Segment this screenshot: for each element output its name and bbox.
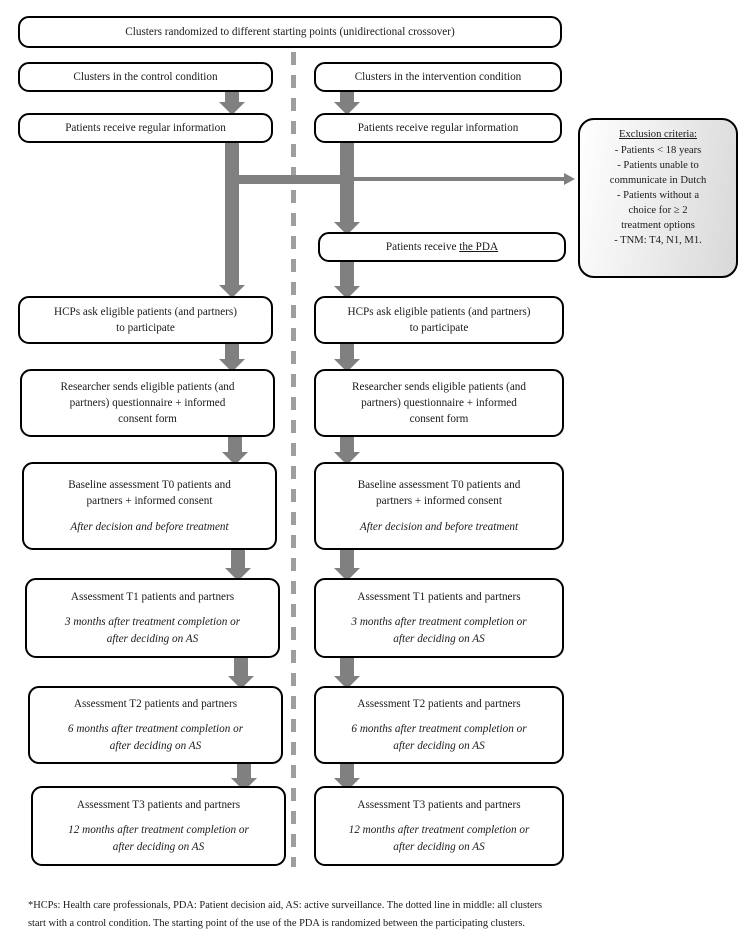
exclusion-criteria-item: - Patients unable to: [617, 160, 699, 172]
arrow-baseline-to-t1-intervention: [334, 550, 360, 581]
box-clusters-intervention-text: Clusters in the intervention condition: [354, 70, 522, 83]
box-baseline-t0-control: Baseline assessment T0 patients and part…: [22, 462, 277, 550]
box-regular-info-intervention-text: Patients receive regular information: [357, 121, 519, 134]
box-assessment-t1-control: Assessment T1 patients and partners 3 mo…: [25, 578, 280, 658]
connector-rail-to-exclusion: [225, 175, 347, 184]
arrow-hcp-to-researcher-intervention: [334, 344, 360, 372]
exclusion-criteria-heading: Exclusion criteria:: [619, 129, 697, 140]
box-assessment-t2-intervention: Assessment T2 patients and partners 6 mo…: [314, 686, 564, 764]
box-regular-info-intervention: Patients receive regular information: [314, 113, 562, 143]
arrow-pda-to-hcp-intervention: [334, 262, 360, 299]
arrow-info-to-hcp-control: [219, 143, 245, 298]
connector-line-to-exclusion: [347, 177, 566, 181]
arm-divider-dashed-line: [291, 52, 296, 867]
figure-footnote-line2: start with a control condition. The star…: [28, 918, 525, 930]
box-baseline-t0-control-line1: Baseline assessment T0 patients and: [68, 479, 231, 492]
arrow-t1-to-t2-control: [228, 658, 254, 689]
box-assessment-t3-control: Assessment T3 patients and partners 12 m…: [31, 786, 286, 866]
box-assessment-t1-control-line1: Assessment T1 patients and partners: [70, 591, 235, 604]
box-hcp-ask-control-line2: to participate: [116, 322, 175, 334]
box-researcher-sends-control-line1: Researcher sends eligible patients (and: [60, 380, 235, 393]
box-clusters-control: Clusters in the control condition: [18, 62, 273, 92]
box-assessment-t1-intervention-sub1: 3 months after treatment completion or: [351, 616, 527, 629]
figure-footnote-line1: *HCPs: Health care professionals, PDA: P…: [28, 900, 543, 911]
arrow-t1-to-t2-intervention: [334, 658, 360, 689]
arrow-head-to-exclusion: [564, 173, 576, 185]
box-assessment-t2-control-line1: Assessment T2 patients and partners: [73, 698, 238, 711]
box-baseline-t0-control-line2: partners + informed consent: [86, 495, 213, 508]
arrow-researcher-to-baseline-intervention: [334, 437, 360, 465]
box-assessment-t1-control-sub1: 3 months after treatment completion or: [64, 616, 241, 629]
figure-footnote: *HCPs: Health care professionals, PDA: P…: [28, 897, 728, 933]
box-clusters-randomized-text: Clusters randomized to different startin…: [125, 25, 455, 38]
box-assessment-t2-intervention-sub1: 6 months after treatment completion or: [351, 723, 527, 736]
box-researcher-sends-control-line3: consent form: [118, 413, 177, 426]
box-hcp-ask-control: HCPs ask eligible patients (and partners…: [18, 296, 273, 344]
arrow-clusters-to-info-intervention: [334, 92, 360, 115]
arrow-baseline-to-t1-control: [225, 550, 251, 581]
box-hcp-ask-intervention-line2: to participate: [409, 322, 469, 334]
box-assessment-t2-control-sub1: 6 months after treatment completion or: [67, 723, 244, 736]
box-assessment-t3-control-line1: Assessment T3 patients and partners: [76, 799, 241, 812]
arrow-info-to-pda-intervention: [334, 143, 360, 235]
box-assessment-t2-intervention-line1: Assessment T2 patients and partners: [357, 698, 521, 711]
exclusion-criteria-item: choice for ≥ 2: [628, 205, 688, 217]
box-assessment-t3-intervention: Assessment T3 patients and partners 12 m…: [314, 786, 564, 866]
box-assessment-t1-control-sub2: after deciding on AS: [106, 632, 199, 645]
exclusion-criteria-item: - Patients without a: [616, 190, 700, 202]
box-hcp-ask-intervention-line1: HCPs ask eligible patients (and partners…: [347, 305, 531, 318]
box-researcher-sends-control: Researcher sends eligible patients (and …: [20, 369, 275, 437]
exclusion-criteria-item: treatment options: [621, 220, 695, 232]
box-hcp-ask-intervention: HCPs ask eligible patients (and partners…: [314, 296, 564, 344]
panel-exclusion-criteria: Exclusion criteria: - Patients < 18 year…: [578, 118, 738, 278]
box-receive-pda-text: Patients receive the PDA: [386, 239, 498, 255]
box-assessment-t3-intervention-line1: Assessment T3 patients and partners: [357, 799, 521, 812]
box-assessment-t3-control-sub2: after deciding on AS: [112, 840, 205, 853]
box-researcher-sends-intervention: Researcher sends eligible patients (and …: [314, 369, 564, 437]
box-assessment-t1-intervention-line1: Assessment T1 patients and partners: [357, 591, 521, 604]
box-assessment-t1-intervention: Assessment T1 patients and partners 3 mo…: [314, 578, 564, 658]
box-assessment-t3-intervention-sub2: after deciding on AS: [393, 840, 485, 853]
box-regular-info-control-text: Patients receive regular information: [65, 121, 226, 134]
box-baseline-t0-intervention: Baseline assessment T0 patients and part…: [314, 462, 564, 550]
box-baseline-t0-intervention-line1: Baseline assessment T0 patients and: [357, 479, 521, 492]
box-clusters-control-text: Clusters in the control condition: [73, 70, 218, 83]
exclusion-criteria-item: - Patients < 18 years: [614, 145, 702, 157]
box-baseline-t0-intervention-line2: partners + informed consent: [376, 495, 502, 508]
box-regular-info-control: Patients receive regular information: [18, 113, 273, 143]
box-baseline-t0-control-subtext: After decision and before treatment: [70, 520, 229, 533]
box-assessment-t1-intervention-sub2: after deciding on AS: [393, 632, 485, 645]
box-assessment-t3-control-sub1: 12 months after treatment completion or: [68, 824, 249, 837]
box-assessment-t2-control: Assessment T2 patients and partners 6 mo…: [28, 686, 283, 764]
box-assessment-t2-intervention-sub2: after deciding on AS: [393, 739, 485, 752]
box-receive-pda-prefix: Patients receive: [385, 240, 460, 253]
box-receive-pda: Patients receive the PDA: [318, 232, 566, 262]
box-researcher-sends-intervention-line2: partners) questionnaire + informed: [361, 396, 517, 409]
exclusion-criteria-item: communicate in Dutch: [609, 175, 707, 187]
arrow-clusters-to-info-control: [219, 92, 245, 115]
box-researcher-sends-intervention-line3: consent form: [409, 413, 469, 426]
box-assessment-t3-intervention-sub1: 12 months after treatment completion or: [348, 824, 530, 837]
box-receive-pda-underlined: the PDA: [459, 240, 499, 253]
box-clusters-intervention: Clusters in the intervention condition: [314, 62, 562, 92]
exclusion-criteria-item: - TNM: T4, N1, M1.: [614, 235, 702, 247]
box-assessment-t2-control-sub2: after deciding on AS: [109, 739, 202, 752]
box-baseline-t0-intervention-subtext: After decision and before treatment: [359, 520, 519, 533]
box-hcp-ask-control-line1: HCPs ask eligible patients (and partners…: [54, 305, 237, 318]
arrow-hcp-to-researcher-control: [219, 344, 245, 372]
box-researcher-sends-intervention-line1: Researcher sends eligible patients (and: [352, 380, 526, 393]
arrow-researcher-to-baseline-control: [222, 437, 248, 465]
box-clusters-randomized: Clusters randomized to different startin…: [18, 16, 562, 48]
box-researcher-sends-control-line2: partners) questionnaire + informed: [69, 396, 226, 409]
